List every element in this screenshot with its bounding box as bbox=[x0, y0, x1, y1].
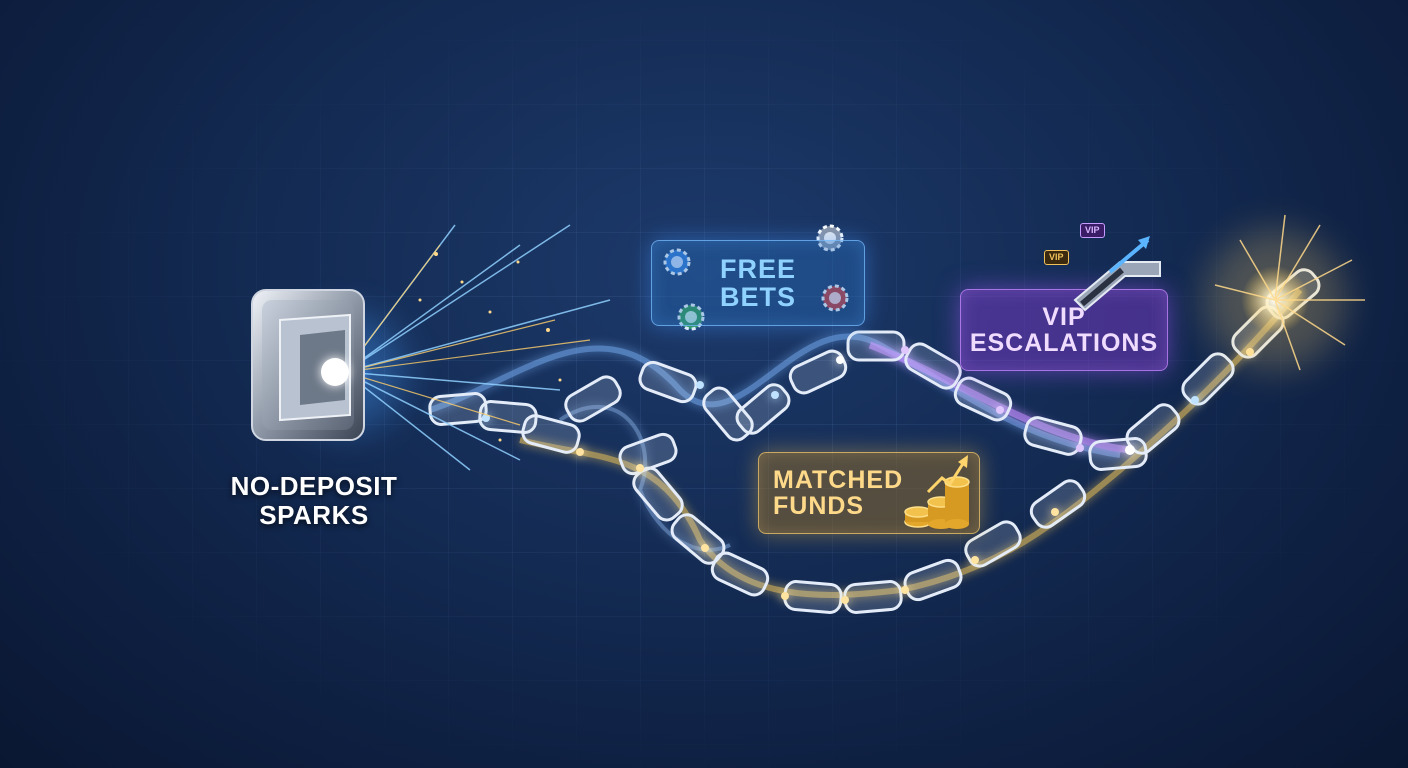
free-bets-line-1: FREE bbox=[720, 255, 796, 283]
vip-line-2: ESCALATIONS bbox=[970, 330, 1158, 356]
matched-line-2: FUNDS bbox=[773, 493, 864, 519]
power-switch-icon bbox=[252, 290, 364, 440]
vip-tag-gold: VIP bbox=[1044, 250, 1069, 265]
free-bets-card: FREE BETS bbox=[651, 240, 865, 326]
no-deposit-line-2: SPARKS bbox=[198, 501, 430, 530]
vip-escalations-card: VIP ESCALATIONS bbox=[960, 289, 1168, 371]
vip-tag-purple: VIP bbox=[1080, 223, 1105, 238]
matched-funds-card: MATCHED FUNDS bbox=[758, 452, 980, 534]
no-deposit-line-1: NO-DEPOSIT bbox=[198, 472, 430, 501]
no-deposit-sparks-label: NO-DEPOSIT SPARKS bbox=[198, 472, 430, 529]
gold-spark-burst bbox=[1205, 215, 1365, 370]
matched-line-1: MATCHED bbox=[773, 467, 903, 493]
vip-line-1: VIP bbox=[1042, 304, 1085, 330]
free-bets-line-2: BETS bbox=[720, 283, 796, 311]
chain-links bbox=[429, 265, 1324, 613]
